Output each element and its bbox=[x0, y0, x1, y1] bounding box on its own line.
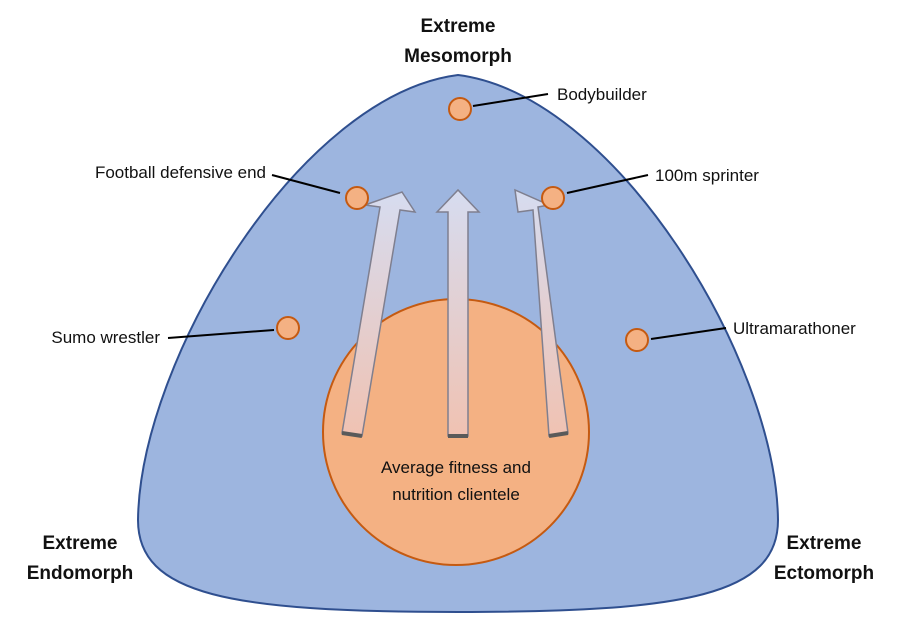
leader-line-bodybuilder bbox=[472, 93, 549, 107]
label-100m-sprinter: 100m sprinter bbox=[655, 166, 759, 185]
label-ultramarathoner: Ultramarathoner bbox=[733, 319, 856, 338]
arrow-right bbox=[514, 188, 569, 438]
leader-line-100m-sprinter bbox=[566, 174, 649, 194]
corner-label-top-line2: Mesomorph bbox=[404, 46, 512, 67]
label-sumo-wrestler: Sumo wrestler bbox=[51, 328, 160, 347]
leader-lines bbox=[167, 93, 727, 340]
marker-sumo-wrestler bbox=[276, 316, 300, 340]
marker-football-defensive-end bbox=[345, 186, 369, 210]
center-label-line1: Average fitness and bbox=[381, 458, 531, 477]
corner-label-top-line1: Extreme bbox=[421, 16, 496, 37]
marker-100m-sprinter bbox=[541, 186, 565, 210]
leader-line-football-defensive-end bbox=[271, 174, 341, 194]
corner-label-left-line1: Extreme bbox=[43, 533, 118, 554]
corner-label-right-line2: Ectomorph bbox=[774, 563, 874, 584]
arrow-left bbox=[341, 191, 417, 438]
corner-label-right-line1: Extreme bbox=[787, 533, 862, 554]
leader-line-ultramarathoner bbox=[650, 327, 727, 340]
marker-ultramarathoner bbox=[625, 328, 649, 352]
corner-label-left-line2: Endomorph bbox=[27, 563, 134, 584]
athlete-markers bbox=[276, 97, 649, 352]
arrow-center bbox=[435, 188, 481, 438]
label-football-defensive-end: Football defensive end bbox=[95, 163, 266, 182]
center-label-line2: nutrition clientele bbox=[392, 485, 520, 504]
label-bodybuilder: Bodybuilder bbox=[557, 85, 647, 104]
marker-bodybuilder bbox=[448, 97, 472, 121]
leader-line-sumo-wrestler bbox=[167, 329, 275, 339]
